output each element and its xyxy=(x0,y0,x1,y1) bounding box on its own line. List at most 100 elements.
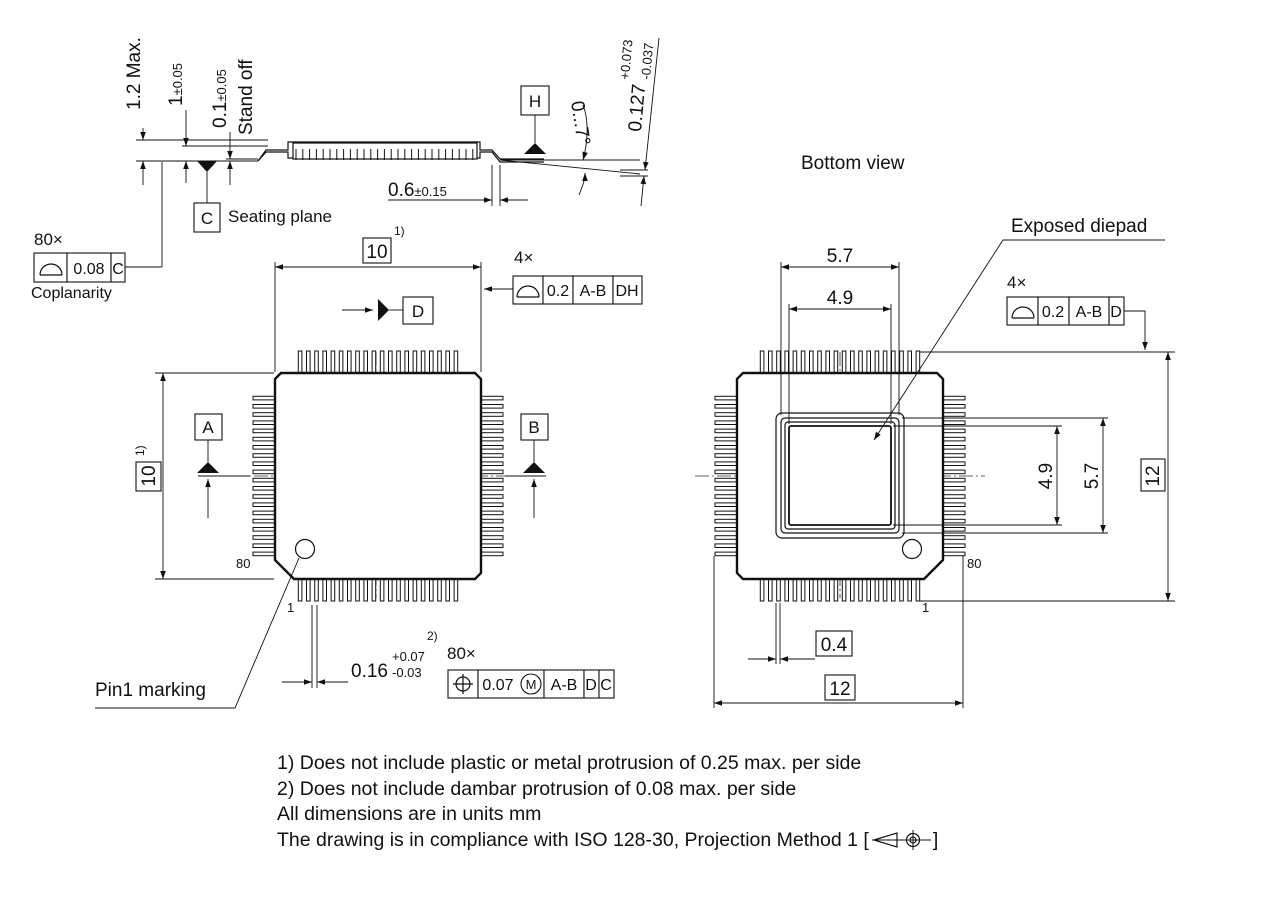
lead-thickness-tol-plus: +0.073 xyxy=(617,39,635,80)
lead xyxy=(404,350,409,374)
lead xyxy=(371,350,377,374)
lead xyxy=(942,395,966,401)
lead xyxy=(714,494,738,499)
lead xyxy=(850,350,855,374)
lead xyxy=(874,350,880,374)
lead xyxy=(907,350,913,374)
lead xyxy=(942,551,966,557)
lead xyxy=(322,578,327,602)
lead xyxy=(833,350,839,374)
lead xyxy=(314,350,319,374)
foot-length-label: 0.6±0.15 xyxy=(388,180,447,201)
datum-h-label: H xyxy=(529,92,541,111)
pin-1-label: 1 xyxy=(287,600,294,615)
lead xyxy=(379,350,385,374)
lead xyxy=(480,486,504,491)
seating-plane-label: Seating plane xyxy=(228,207,332,226)
lead xyxy=(714,518,738,524)
lead xyxy=(907,578,913,602)
lead xyxy=(338,350,344,374)
lead xyxy=(833,578,839,602)
lead xyxy=(379,578,385,602)
top-width-label: 10 xyxy=(366,242,387,263)
pin1-marker-bottom xyxy=(901,538,923,560)
lead xyxy=(453,578,459,602)
max-height-label: 1.2 Max. xyxy=(124,37,145,110)
lead xyxy=(841,350,847,374)
lead xyxy=(942,535,966,540)
lead xyxy=(437,578,442,602)
pad-outer-v-label: 5.7 xyxy=(1082,463,1103,489)
bottom-view: Bottom view 80 1 Exposed diepad 5.7 4.9 xyxy=(695,153,1175,708)
lead-thickness-label: 0.127 xyxy=(625,83,650,132)
lead xyxy=(396,578,401,602)
lead xyxy=(825,578,831,602)
lead xyxy=(714,502,738,507)
lead xyxy=(714,535,738,540)
lead xyxy=(480,412,504,417)
datum-triangle-icon xyxy=(197,462,219,473)
lead xyxy=(404,578,409,602)
datum-triangle-icon xyxy=(197,161,217,172)
lead xyxy=(252,404,276,409)
exposed-diepad xyxy=(775,412,905,539)
lead xyxy=(347,350,352,374)
lead xyxy=(412,578,418,602)
position-count: 80× xyxy=(447,644,476,663)
lead xyxy=(942,436,966,442)
lead xyxy=(252,420,276,425)
coplanarity-label: Coplanarity xyxy=(31,285,112,302)
lead xyxy=(396,350,401,374)
lead xyxy=(714,395,738,401)
profile-of-surface-icon xyxy=(1011,306,1035,319)
lead xyxy=(891,578,896,602)
top-height-note: 1) xyxy=(133,445,147,456)
lead xyxy=(942,461,966,466)
lead xyxy=(252,445,276,450)
lead xyxy=(338,578,344,602)
position-ref2: D xyxy=(585,677,597,694)
span-v-label: 12 xyxy=(1143,465,1164,486)
lead xyxy=(480,543,504,549)
lead xyxy=(850,578,855,602)
datum-b-label: B xyxy=(528,418,539,437)
lead xyxy=(480,527,504,532)
lead xyxy=(480,453,504,458)
lead xyxy=(942,469,966,475)
lead xyxy=(899,350,904,374)
lead xyxy=(784,578,790,602)
lead xyxy=(252,453,276,458)
position-tolerance-icon xyxy=(453,674,473,694)
position-ref3: C xyxy=(600,677,612,694)
lead xyxy=(252,543,276,549)
datum-triangle-icon xyxy=(524,143,546,154)
profile-of-surface-icon xyxy=(39,263,63,276)
lead xyxy=(714,453,738,458)
coplanarity-datum: C xyxy=(112,261,124,278)
lead xyxy=(252,527,276,532)
lead xyxy=(942,453,966,458)
exposed-diepad-label: Exposed diepad xyxy=(1011,216,1147,237)
standoff-text: Stand off xyxy=(236,59,257,135)
lead xyxy=(314,578,319,602)
lead xyxy=(480,461,504,466)
lead xyxy=(882,578,888,602)
package-side-body xyxy=(257,141,544,162)
pin1-marking-label: Pin1 marking xyxy=(95,680,206,701)
lead xyxy=(714,510,738,516)
lead xyxy=(714,436,738,442)
lead xyxy=(784,350,790,374)
lead xyxy=(252,502,276,507)
bottom-profile-ref2: D xyxy=(1110,304,1122,321)
note-4: The drawing is in compliance with ISO 12… xyxy=(277,828,938,854)
lead xyxy=(714,412,738,417)
coplanarity-frame: 80× 0.08 C Coplanarity xyxy=(31,162,163,302)
lead xyxy=(891,350,896,374)
lead xyxy=(809,350,814,374)
lead xyxy=(714,420,738,425)
top-profile-count: 4× xyxy=(514,248,533,267)
top-height-label: 10 xyxy=(139,465,160,486)
side-view: 1.2 Max. 1±0.05 0.1±0.05 Stand off C Sea… xyxy=(124,37,660,233)
lead-width-label: 0.16 xyxy=(351,661,388,682)
datum-d-label: D xyxy=(412,302,424,321)
